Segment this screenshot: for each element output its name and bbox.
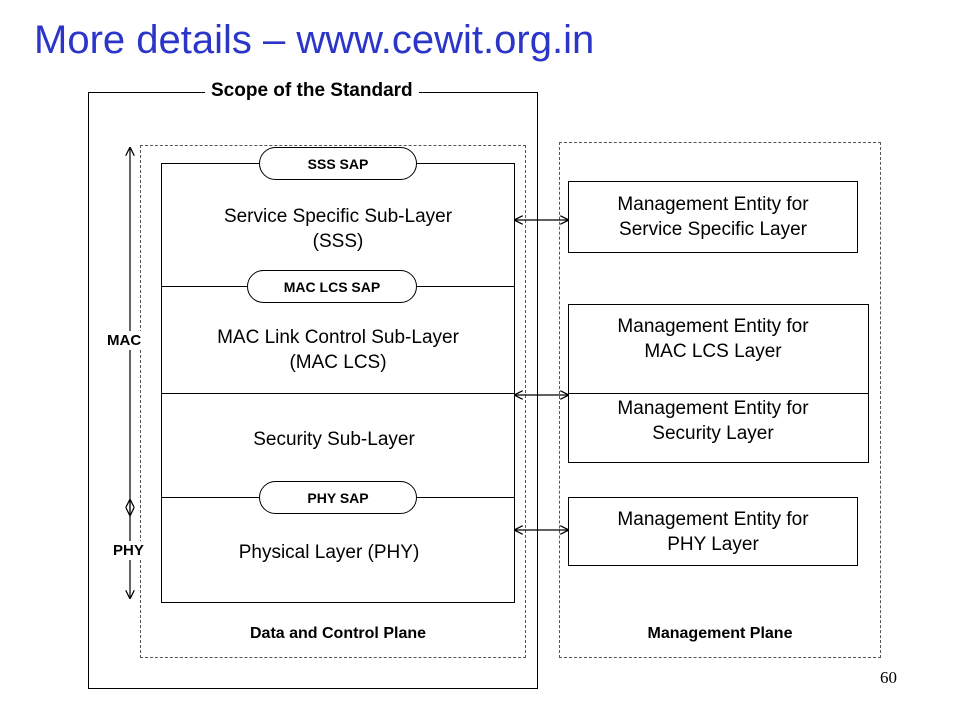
management-entity-sss — [568, 181, 858, 253]
management-entity-mac-lcs-line2: MAC LCS Layer — [644, 341, 782, 362]
mac-range-label: MAC — [105, 331, 144, 350]
sss-sap: SSS SAP — [259, 147, 417, 180]
phy-layer: Physical Layer (PHY) — [238, 542, 420, 563]
management-plane-label: Management Plane — [647, 625, 793, 642]
management-entity-sss-line1: Management Entity for — [617, 194, 809, 215]
phy-range-label: PHY — [111, 541, 146, 560]
mac-lcs-layer-name: MAC Link Control Sub-Layer — [217, 327, 459, 348]
data-control-plane-box — [140, 145, 526, 658]
management-entity-phy-line1: Management Entity for — [617, 509, 809, 530]
sss-layer-abbr: (SSS) — [312, 231, 364, 252]
security-layer: Security Sub-Layer — [253, 429, 415, 450]
mac-lcs-sap: MAC LCS SAP — [247, 270, 417, 303]
management-entity-sss-line2: Service Specific Layer — [619, 219, 807, 240]
management-entity-sss-text: Management Entity for Service Specific L… — [568, 192, 858, 242]
phy-sap: PHY SAP — [259, 481, 417, 514]
layer-divider-mac-lcs — [161, 393, 515, 394]
mac-lcs-layer: MAC Link Control Sub-Layer (MAC LCS) — [150, 325, 526, 375]
sss-layer: Service Specific Sub-Layer (SSS) — [161, 204, 515, 254]
management-entity-mac-security — [568, 304, 869, 463]
management-entity-mac-lcs-text: Management Entity for MAC LCS Layer — [568, 314, 858, 364]
management-entity-phy-text: Management Entity for PHY Layer — [568, 507, 858, 557]
scope-label: Scope of the Standard — [205, 80, 419, 102]
management-entity-security-line2: Security Layer — [652, 423, 774, 444]
data-control-plane-label: Data and Control Plane — [249, 625, 427, 642]
page-number: 60 — [880, 668, 897, 687]
management-entity-mac-lcs-line1: Management Entity for — [617, 316, 809, 337]
mac-lcs-layer-abbr: (MAC LCS) — [289, 352, 387, 373]
slide-title: More details – www.cewit.org.in — [34, 18, 595, 62]
management-entity-security-text: Management Entity for Security Layer — [568, 396, 858, 446]
management-entity-phy-line2: PHY Layer — [667, 534, 759, 555]
sss-layer-name: Service Specific Sub-Layer — [223, 206, 453, 227]
management-entity-divider — [568, 393, 869, 394]
management-entity-security-line1: Management Entity for — [617, 398, 809, 419]
management-plane-box — [559, 142, 881, 658]
protocol-stack — [161, 163, 515, 603]
